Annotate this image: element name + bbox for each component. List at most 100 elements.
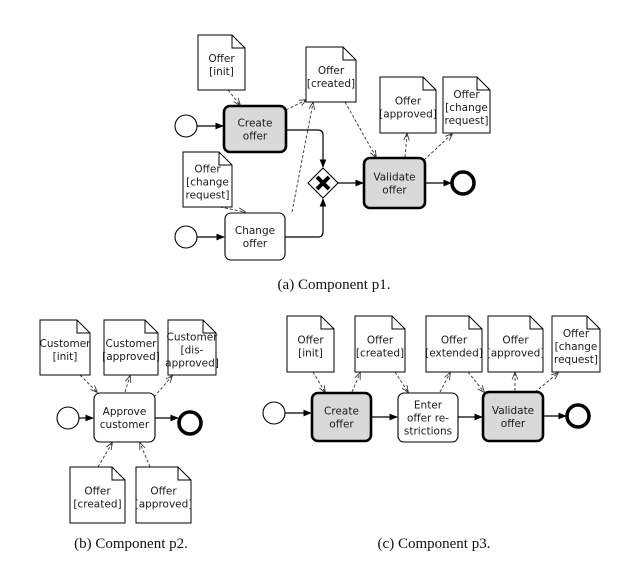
p3-doc-offer-extended-fold [468, 316, 482, 330]
p2-doc-customer-approved-text-0: Customer [105, 338, 157, 350]
p2-doc-offer-approved-text-1: [approved] [135, 499, 193, 511]
p3-doc-offer-created-shape [354, 315, 406, 373]
p2-task-approve-customer-box[interactable] [93, 392, 156, 443]
p1-doc-offer-approved-text-0: Offer [395, 96, 422, 108]
p1-task-validate-offer-text-0: Validate [373, 172, 415, 184]
p1-task-change-offer-box[interactable] [224, 212, 286, 261]
p2-task-approve-customer-text-1: customer [100, 419, 150, 431]
p1-doc-offer-change-request-out-text-1: [change [445, 102, 488, 114]
caption-p2: (b) Component p2. [74, 536, 188, 552]
p3-doc-offer-approved-shape [487, 315, 544, 373]
p1-doc-offer-change-request-in-fold [218, 152, 232, 166]
p2-doc-customer-disapproved-shape [167, 319, 217, 376]
p1-start-event-2 [174, 225, 198, 249]
p2-end-event [177, 410, 203, 436]
caption-p3: (c) Component p3. [378, 536, 491, 552]
p3-doc-offer-created-fold [391, 316, 405, 330]
p1-task-create-offer-box[interactable] [222, 104, 288, 154]
p3-task-create-offer-box[interactable] [310, 391, 373, 443]
p2-doc-offer-created-text-1: [created] [73, 499, 121, 511]
p2-doc-customer-approved: Customer[approved] [102, 319, 160, 376]
p1-assoc-validate-changereq [423, 134, 452, 161]
p1-assoc-init-create [227, 89, 240, 105]
p3-task-validate-offer-text-1: offer [501, 418, 526, 430]
p1-doc-offer-change-request-out-fold [476, 77, 490, 91]
p1-doc-offer-created-shape [305, 46, 357, 103]
p1-task-validate-offer-box[interactable] [362, 156, 427, 210]
p3-task-enter-offer-restrictions-box[interactable] [397, 392, 459, 443]
p2-start-event [56, 406, 80, 430]
p1-doc-offer-init-fold [231, 35, 245, 49]
p3-task-validate-offer-text-0: Validate [492, 405, 534, 417]
p2-doc-offer-created-text-0: Offer [84, 486, 111, 498]
p2-doc-customer-init: Customer[init] [39, 319, 91, 376]
p2-task-approve-customer-text-0: Approve [103, 406, 147, 418]
p3-assoc-init-create [312, 371, 325, 392]
p2-doc-offer-approved-fold [177, 467, 191, 481]
p1-doc-offer-approved-shape [379, 76, 437, 134]
caption-p1: (a) Component p1. [278, 277, 391, 293]
p1-task-validate-offer-text-1: offer [382, 185, 407, 197]
p1-doc-offer-init-text-0: Offer [208, 53, 235, 65]
p3-task-enter-offer-restrictions-text-0: Enter [414, 400, 443, 412]
p1-doc-offer-init-text-1: [init] [209, 66, 234, 78]
p2-doc-customer-approved-text-1: [approved] [102, 351, 160, 363]
p3-doc-offer-created: Offer[created] [354, 315, 406, 373]
p3-doc-offer-extended-text-1: [extended] [425, 348, 483, 360]
p3-doc-offer-extended: Offer[extended] [425, 315, 483, 373]
p2-doc-customer-disapproved-text-1: [dis- [181, 345, 204, 357]
p1-flow-create-gateway [286, 129, 327, 168]
p1-doc-offer-approved-fold [422, 77, 436, 91]
p3-doc-offer-init-text-0: Offer [297, 335, 324, 347]
p1-assoc-create-created [285, 100, 306, 111]
p3-assoc-validate-changereq [534, 373, 558, 393]
p3-doc-offer-created-text-1: [created] [356, 348, 404, 360]
p1-doc-offer-change-request-out-text-2: request] [444, 115, 488, 127]
p1-exclusive-gateway [307, 167, 339, 199]
p1-doc-offer-created-text-0: Offer [318, 65, 345, 77]
p3-assoc-created-enter [394, 371, 408, 392]
p2-assoc-offercreated-approve [97, 443, 112, 468]
p1-assoc-change-created [291, 103, 313, 213]
p1-flow-change-gateway [285, 198, 327, 238]
p2-doc-offer-created: Offer[created] [69, 466, 126, 524]
p2-doc-offer-approved-shape [135, 466, 192, 524]
p2-doc-offer-created-shape [69, 466, 126, 524]
p1-assoc-validate-approved [405, 134, 407, 158]
p2-doc-offer-approved-text-0: Offer [150, 486, 177, 498]
p2-doc-customer-approved-fold [144, 320, 158, 334]
p1-doc-offer-change-request-in-text-2: request] [185, 190, 229, 202]
p3-doc-offer-init-text-1: [init] [298, 348, 323, 360]
p1-start-event-1 [174, 114, 198, 138]
p3-assoc-extended-validate [467, 371, 484, 392]
p3-doc-offer-change-request-shape [551, 315, 601, 373]
p1-doc-offer-created-text-1: [created] [307, 78, 355, 90]
p1-task-create-offer-text-1: offer [243, 131, 268, 143]
p3-doc-offer-init: Offer[init] [286, 315, 335, 373]
p3-doc-offer-extended-text-0: Offer [441, 335, 468, 347]
p1-doc-offer-change-request-out-text-0: Offer [453, 89, 480, 101]
p3-doc-offer-extended-shape [425, 315, 483, 373]
p1-task-create-offer-text-0: Create [238, 118, 273, 130]
p2-doc-offer-created-fold [111, 467, 125, 481]
p3-task-validate-offer-box[interactable] [481, 390, 545, 443]
p2-doc-customer-init-text-0: Customer [39, 338, 91, 350]
p2-doc-customer-disapproved-text-2: approved] [165, 358, 219, 370]
p1-doc-offer-created-fold [342, 47, 356, 61]
p2-doc-customer-init-text-1: [init] [53, 351, 78, 363]
p3-doc-offer-change-request-text-2: request] [554, 354, 598, 366]
p3-task-create-offer-text-1: offer [329, 419, 354, 431]
p1-doc-offer-init-shape [197, 34, 246, 91]
p1-doc-offer-change-request-out-shape [442, 76, 491, 134]
